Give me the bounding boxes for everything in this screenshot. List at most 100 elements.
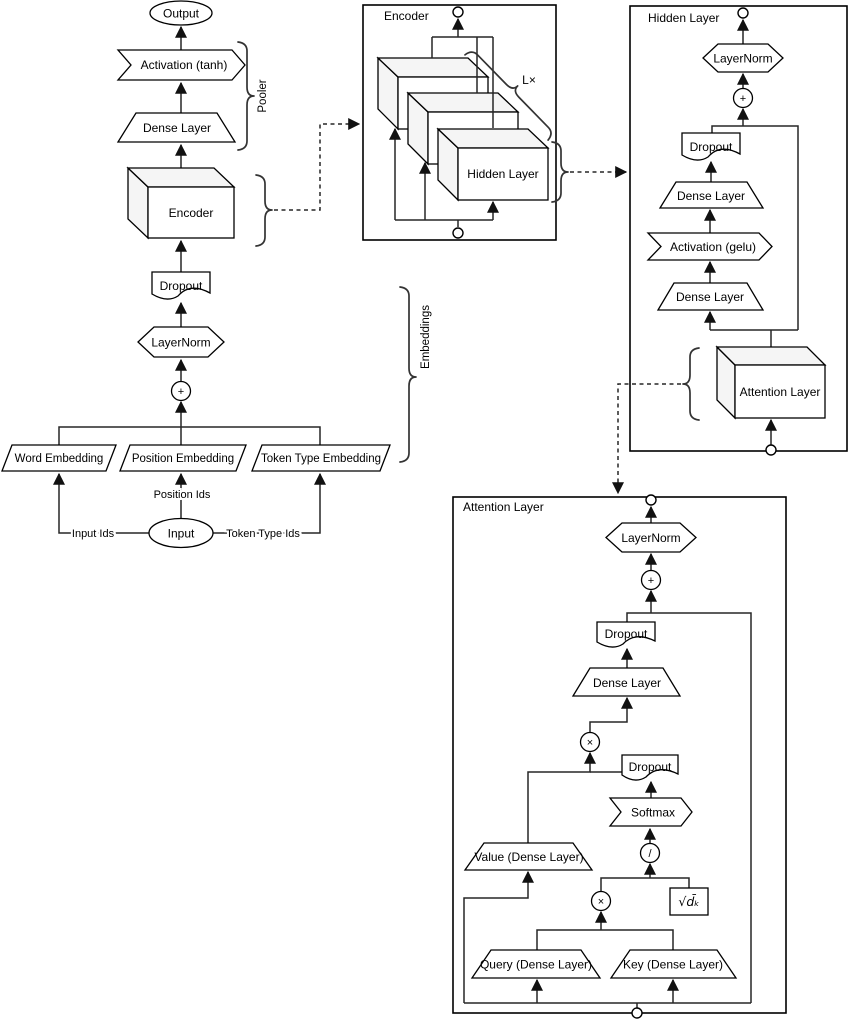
stack-cube-top [376,57,490,78]
connector [463,870,534,1003]
connector [589,696,633,733]
token-type-ids-edge-label: Token Type Ids [226,528,300,540]
attn-sum-symbol: + [648,575,654,587]
attn-multiply-top-symbol: × [587,737,593,749]
encoder-box-right-brace [551,141,569,203]
repeat-brace [464,51,552,141]
position-ids-edge-label: Position Ids [154,489,211,501]
attention-connectors [463,505,752,1008]
encoder-box-border [362,4,557,241]
hidden-layer-box-section: Hidden Layer LayerNorm + Dropout [629,5,848,456]
output-label: Output [163,7,200,21]
attn-softmax-label: Softmax [631,806,675,820]
pooler-brace-label: Pooler [257,79,269,112]
attn-dense-node: Dense Layer [571,667,682,697]
hl-dropout-shape [681,132,741,161]
left-flow-section: Output Activation (tanh) Dense Layer Poo… [1,0,432,549]
connector [53,472,149,534]
embed-dropout-shape [151,271,211,300]
attn-value-node: Value (Dense Layer) [463,842,594,871]
attn-dropout-top-label: Dropout [605,627,648,641]
encoder-cube-node: Encoder [126,166,236,240]
encoder-detail-link [274,118,361,211]
hl-dense-lower-label: Dense Layer [676,290,744,304]
attn-dropout-mid-node: Dropout [621,754,679,781]
embed-dropout-label: Dropout [160,279,203,293]
attention-output-port [645,494,657,506]
attn-dense-label: Dense Layer [593,676,661,690]
word-embedding-shape [1,444,117,472]
embed-dropout-node: Dropout [151,271,211,300]
encoder-box-section: Encoder Hidden Layer [362,4,569,241]
input-ellipse [148,517,214,549]
position-embedding-shape [119,444,247,472]
repeat-label: L× [522,73,536,87]
hl-attention-cube-top [715,346,827,366]
attn-layernorm-label: LayerNorm [621,531,680,545]
attn-key-node: Key (Dense Layer) [609,949,738,979]
hl-attention-cube-label: Attention Layer [740,385,821,399]
hl-sum-node: + [732,87,754,109]
pooler-brace [237,41,255,151]
hidden-layer-output-port [737,7,749,19]
attn-layernorm-shape [605,522,697,553]
connector [464,1002,751,1008]
hl-dense-upper-node: Dense Layer [658,181,765,209]
hl-activation-gelu-shape [646,232,773,261]
embeddings-brace-label: Embeddings [420,305,432,369]
attn-multiply-top-node: × [579,731,601,753]
encoder-box-cubes: Hidden Layer [376,56,550,202]
attn-value-label: Value (Dense Layer) [474,850,583,864]
attn-dropout-mid-shape [621,754,679,781]
activation-tanh-shape [116,49,246,81]
attn-query-shape [470,949,602,979]
position-embedding-label: Position Embedding [132,453,234,465]
connector [58,426,321,445]
hidden-layer-cube-front [457,147,549,201]
hl-dense-upper-label: Dense Layer [677,189,745,203]
attn-multiply-bottom-symbol: × [598,896,604,908]
embed-sum-circle [170,380,192,402]
hl-attention-cube-node: Attention Layer [715,345,827,420]
attn-dropout-top-node: Dropout [596,621,656,648]
encoder-brace [255,174,273,247]
embeddings-brace [399,286,417,463]
hidden-layer-cube-label: Hidden Layer [467,167,538,181]
attn-layernorm-node: LayerNorm [605,522,697,553]
connector [536,929,674,950]
token-type-embedding-node: Token Type Embedding [251,444,391,472]
attention-box-border [452,496,787,1014]
encoder-cube-label: Encoder [169,206,214,220]
connector [431,36,494,128]
attn-key-shape [609,949,738,979]
word-embedding-label: Word Embedding [15,453,104,465]
hl-attention-cube-front [734,364,826,419]
attn-softmax-node: Softmax [608,797,693,827]
attn-query-label: Query (Dense Layer) [480,958,592,972]
hl-layernorm-node: LayerNorm [702,43,784,73]
attn-sum-circle [640,569,662,591]
attention-box-section: Attention Layer LayerNorm [452,494,787,1019]
activation-tanh-label: Activation (tanh) [141,58,228,72]
pooler-dense-node: Dense Layer [116,112,237,143]
attn-sum-node: + [640,569,662,591]
attn-query-node: Query (Dense Layer) [470,949,602,979]
stack-cube-top [406,92,520,113]
left-flow-connectors [53,25,326,534]
connector [395,219,493,227]
hl-dense-lower-shape [656,282,765,311]
encoder-box-input-port [452,227,464,239]
hidden-layer-connectors [704,18,799,445]
attn-dense-shape [571,667,682,697]
attn-multiply-bottom-node: × [590,890,612,912]
attention-input-port [631,1007,643,1019]
word-embedding-node: Word Embedding [1,444,117,472]
embed-layernorm-node: LayerNorm [137,326,225,358]
attn-sqrt-dk-label: √d̄ₖ [678,894,699,909]
attn-value-shape [463,842,594,871]
attn-sqrt-dk-box [669,887,709,916]
token-type-embedding-label: Token Type Embedding [261,453,381,465]
hl-activation-gelu-node: Activation (gelu) [646,232,773,261]
